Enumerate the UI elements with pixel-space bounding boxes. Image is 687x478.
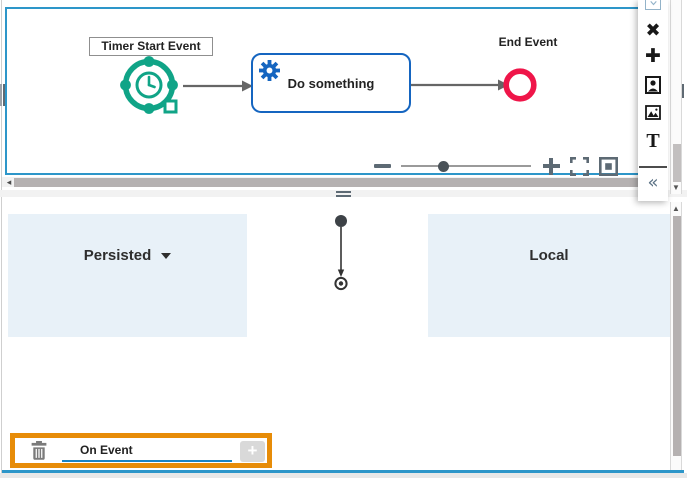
variables-panel[interactable]: Persisted Local bbox=[2, 197, 670, 470]
handle-bar bbox=[336, 191, 351, 194]
sequence-flow-arrow bbox=[411, 79, 509, 91]
event-name-input[interactable]: On Event bbox=[62, 440, 232, 462]
persisted-label: Persisted bbox=[83, 247, 152, 264]
scroll-up-arrow-icon[interactable]: ▲ bbox=[672, 204, 680, 213]
scroll-left-arrow-icon[interactable]: ◂ bbox=[6, 177, 12, 187]
zoom-slider-track bbox=[401, 165, 531, 167]
left-panel-splitter-handle[interactable] bbox=[0, 84, 5, 106]
toolbar-divider bbox=[639, 166, 667, 168]
horizontal-scrollbar[interactable]: ◂ bbox=[2, 177, 668, 187]
start-event-label[interactable]: Timer Start Event bbox=[89, 37, 213, 56]
splitter-bar bbox=[3, 84, 5, 106]
trash-icon[interactable] bbox=[30, 441, 48, 460]
fit-to-screen-button[interactable] bbox=[570, 156, 589, 176]
panel-resize-handle[interactable] bbox=[0, 190, 687, 197]
window-left-border bbox=[1, 0, 2, 473]
dropdown-caret-icon[interactable] bbox=[161, 252, 172, 259]
task-do-something[interactable]: Do something bbox=[251, 53, 411, 113]
insert-text-icon[interactable]: T bbox=[646, 130, 660, 152]
horizontal-scrollbar-thumb[interactable] bbox=[14, 177, 660, 187]
collapse-toolbar-button[interactable]: « bbox=[647, 172, 659, 193]
handle-bar bbox=[336, 194, 351, 197]
mini-process-preview[interactable] bbox=[328, 212, 354, 292]
zoom-out-button[interactable] bbox=[374, 163, 391, 168]
scrollbar-thumb[interactable] bbox=[672, 216, 681, 456]
floating-toolbar: ✖ ✚ T « bbox=[638, 0, 668, 201]
panel-bottom-border bbox=[2, 470, 684, 473]
local-label: Local bbox=[529, 247, 569, 264]
chevron-down-icon bbox=[645, 0, 661, 10]
add-icon[interactable]: ✚ bbox=[645, 45, 661, 67]
zoom-slider-handle[interactable] bbox=[438, 160, 450, 172]
insert-portrait-image-icon[interactable] bbox=[638, 76, 668, 99]
add-event-button[interactable]: + bbox=[240, 440, 265, 462]
process-diagram-canvas[interactable]: Timer Start Event bbox=[5, 7, 668, 176]
panel-vertical-scrollbar[interactable]: ▲ bbox=[670, 202, 682, 470]
insert-landscape-image-icon[interactable] bbox=[638, 105, 668, 125]
scrollbar-thumb[interactable] bbox=[672, 144, 681, 182]
sequence-flow-arrow bbox=[183, 80, 253, 92]
end-event-shape[interactable] bbox=[501, 66, 539, 104]
task-label: Do something bbox=[287, 75, 375, 91]
gear-icon bbox=[259, 60, 280, 81]
window-bottom-edge bbox=[0, 473, 687, 478]
on-event-row[interactable]: On Event + bbox=[10, 433, 272, 468]
zoom-in-button[interactable] bbox=[542, 156, 560, 176]
scroll-down-arrow-icon[interactable]: ▼ bbox=[672, 183, 680, 192]
canvas-zoom-bar bbox=[369, 156, 629, 176]
close-icon[interactable]: ✖ bbox=[645, 20, 661, 41]
reset-zoom-button[interactable] bbox=[599, 156, 618, 176]
local-scope-box[interactable]: Local bbox=[428, 214, 670, 337]
timer-start-event-shape[interactable] bbox=[113, 49, 185, 121]
zoom-slider[interactable] bbox=[401, 156, 531, 176]
splitter-bar bbox=[0, 84, 2, 106]
collapse-box-button[interactable] bbox=[638, 0, 668, 11]
canvas-vertical-scrollbar[interactable]: ▼ bbox=[670, 0, 682, 194]
persisted-scope-box[interactable]: Persisted bbox=[8, 214, 247, 337]
end-event-label[interactable]: End Event bbox=[498, 35, 558, 49]
splitter-bar bbox=[682, 84, 684, 98]
